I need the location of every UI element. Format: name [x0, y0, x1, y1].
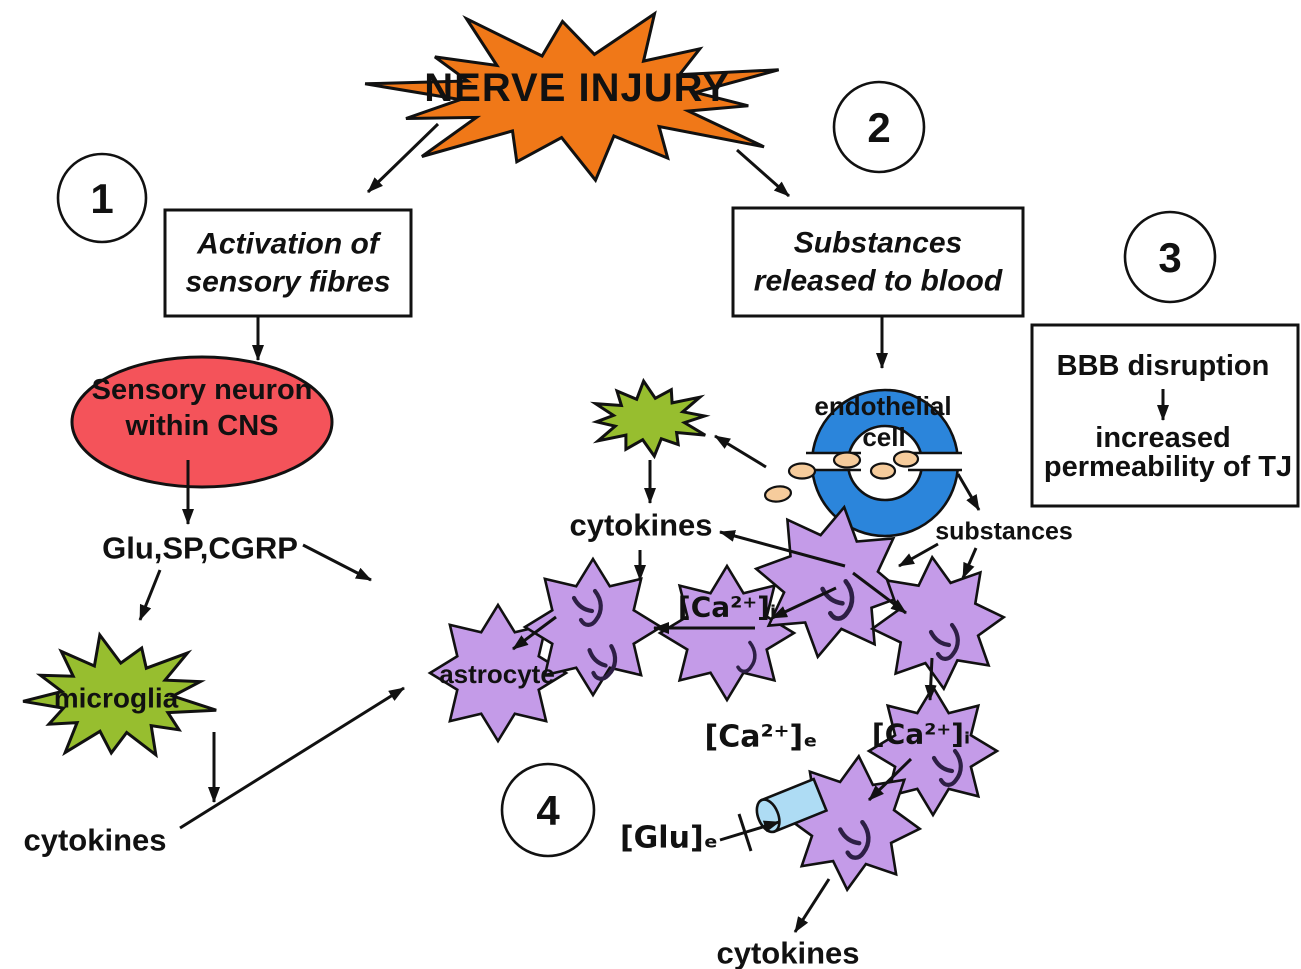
arrow-star-to-ca1 [771, 586, 837, 620]
nerve-injury-title: NERVE INJURY [424, 66, 730, 110]
astrocyte-star-right [869, 554, 1007, 692]
bbb-increased-label: increased [1095, 421, 1231, 454]
tight-junction-gap-right [906, 452, 968, 471]
arrow-bottom-star-to-cytokines [793, 878, 831, 933]
flow-arrows [138, 122, 1169, 933]
activation-box-label: Activation of sensory fibres [185, 226, 390, 301]
sensory-neuron-ellipse [70, 355, 334, 489]
glu-uptake-block-tick [737, 813, 753, 852]
step-number-1: 1 [90, 174, 114, 222]
arrow-star-to-cytokines-mid [719, 530, 846, 568]
glutamate-transporter-cylinder [755, 777, 829, 834]
microglia-label: microglia [53, 682, 179, 714]
arrow-mediators-to-microglia [138, 569, 162, 621]
microglia-starburst [22, 631, 217, 759]
astrocyte-star [427, 602, 569, 744]
arrow-star4-to-star5 [852, 571, 907, 615]
arrow-star2-to-astrocyte [512, 615, 557, 651]
ca-intracellular-1-label: [Ca²⁺]ᵢ [677, 590, 777, 624]
middle-green-starburst [589, 377, 711, 460]
bbb-disruption-label: BBB disruption [1056, 349, 1270, 382]
activation-box [163, 208, 413, 318]
substances-box [731, 206, 1025, 318]
arrow-endothelial-to-substances-label [956, 473, 981, 511]
substances-small-label: substances [935, 517, 1073, 546]
arrow-cytokines-to-astrocytes [179, 686, 405, 830]
substances-line2: released to blood [753, 264, 1003, 297]
activation-line2: sensory fibres [185, 265, 391, 298]
step-number-3: 3 [1158, 233, 1182, 281]
astrocyte-label: astrocyte [439, 658, 555, 689]
cytokines-left-label: cytokines [23, 822, 167, 858]
step-circle-3 [1123, 210, 1217, 304]
ca-extracellular-label: [Ca²⁺]ₑ [704, 719, 818, 755]
arrow-glu-uptake [719, 820, 780, 842]
endothelial-cell-label: cell [862, 421, 906, 452]
step-circle-2 [832, 80, 926, 174]
arrow-substances-label-down [961, 547, 978, 579]
cytokines-middle-label: cytokines [569, 507, 713, 543]
arrow-vesicles-to-green [714, 434, 767, 469]
substances-line1: Substances [793, 226, 963, 260]
sensory-neuron-label: Sensory neuron within CNS [92, 372, 313, 445]
bbb-permeability-label: permeability of TJ [1043, 450, 1293, 483]
step-number-4: 4 [536, 786, 560, 834]
step-number-2: 2 [867, 103, 891, 151]
ca-intracellular-2-label: [Ca²⁺]ᵢ [871, 717, 971, 751]
substance-vesicles [763, 450, 920, 503]
arrow-ca2-to-bottom-star [867, 757, 913, 802]
step-circle-4 [500, 762, 596, 858]
astrocyte-star-large [753, 504, 909, 660]
sensory-neuron-line2: within CNS [125, 410, 279, 442]
sensory-neuron-line1: Sensory neuron [91, 373, 313, 406]
arrow-substances-label-left [898, 542, 939, 568]
astrocyte-star-ca1 [657, 563, 797, 703]
cell-squiggles [571, 578, 963, 860]
nerve-injury-starburst [364, 10, 780, 184]
glu-sp-cgrp-label: Glu,SP,CGRP [102, 530, 298, 566]
arrow-mediators-right [302, 543, 372, 582]
arrow-nerve-to-activation [366, 122, 440, 194]
astrocyte-star-2 [522, 556, 664, 698]
cytokines-bottom-label: cytokines [716, 935, 860, 969]
arrow-star5-to-ca2 [924, 657, 937, 701]
glu-extracellular-label: [Glu]ₑ [619, 820, 719, 856]
activation-line1: Activation of [197, 227, 379, 261]
endothelial-label: endothelial [814, 390, 952, 421]
substances-box-label: Substances released to blood [754, 225, 1002, 300]
step-circle-1 [56, 152, 148, 244]
arrow-nerve-to-substances [736, 148, 790, 198]
